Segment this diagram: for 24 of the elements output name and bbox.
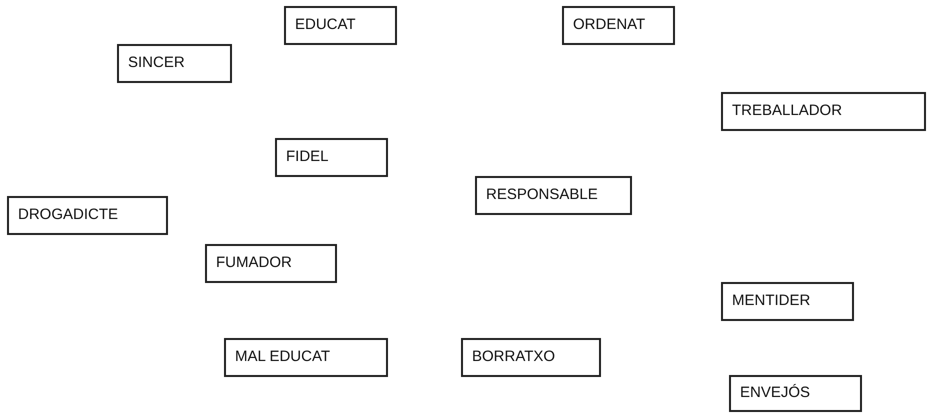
label-box [284, 6, 397, 45]
label-box [205, 244, 337, 283]
label-box [562, 6, 675, 45]
label-box [224, 338, 388, 377]
box-label: BORRATXO [472, 348, 556, 367]
box-label: FUMADOR [216, 254, 293, 273]
label-box [475, 176, 632, 215]
label-box [721, 92, 926, 131]
box-label: EDUCAT [295, 16, 357, 35]
box-label: SINCER [128, 54, 186, 73]
label-box [721, 282, 854, 321]
label-box [117, 44, 232, 83]
label-box [461, 338, 601, 377]
box-label: ORDENAT [573, 16, 646, 35]
box-label: TREBALLADOR [732, 102, 844, 121]
box-label: DROGADICTE [18, 206, 120, 225]
box-label: MAL EDUCAT [235, 348, 332, 367]
label-box [7, 196, 168, 235]
box-label: FIDEL [286, 148, 330, 167]
box-label: ENVEJÓS [740, 384, 812, 403]
label-box [275, 138, 388, 177]
box-label: MENTIDER [732, 292, 812, 311]
label-box [729, 375, 862, 412]
box-label: RESPONSABLE [486, 186, 599, 205]
